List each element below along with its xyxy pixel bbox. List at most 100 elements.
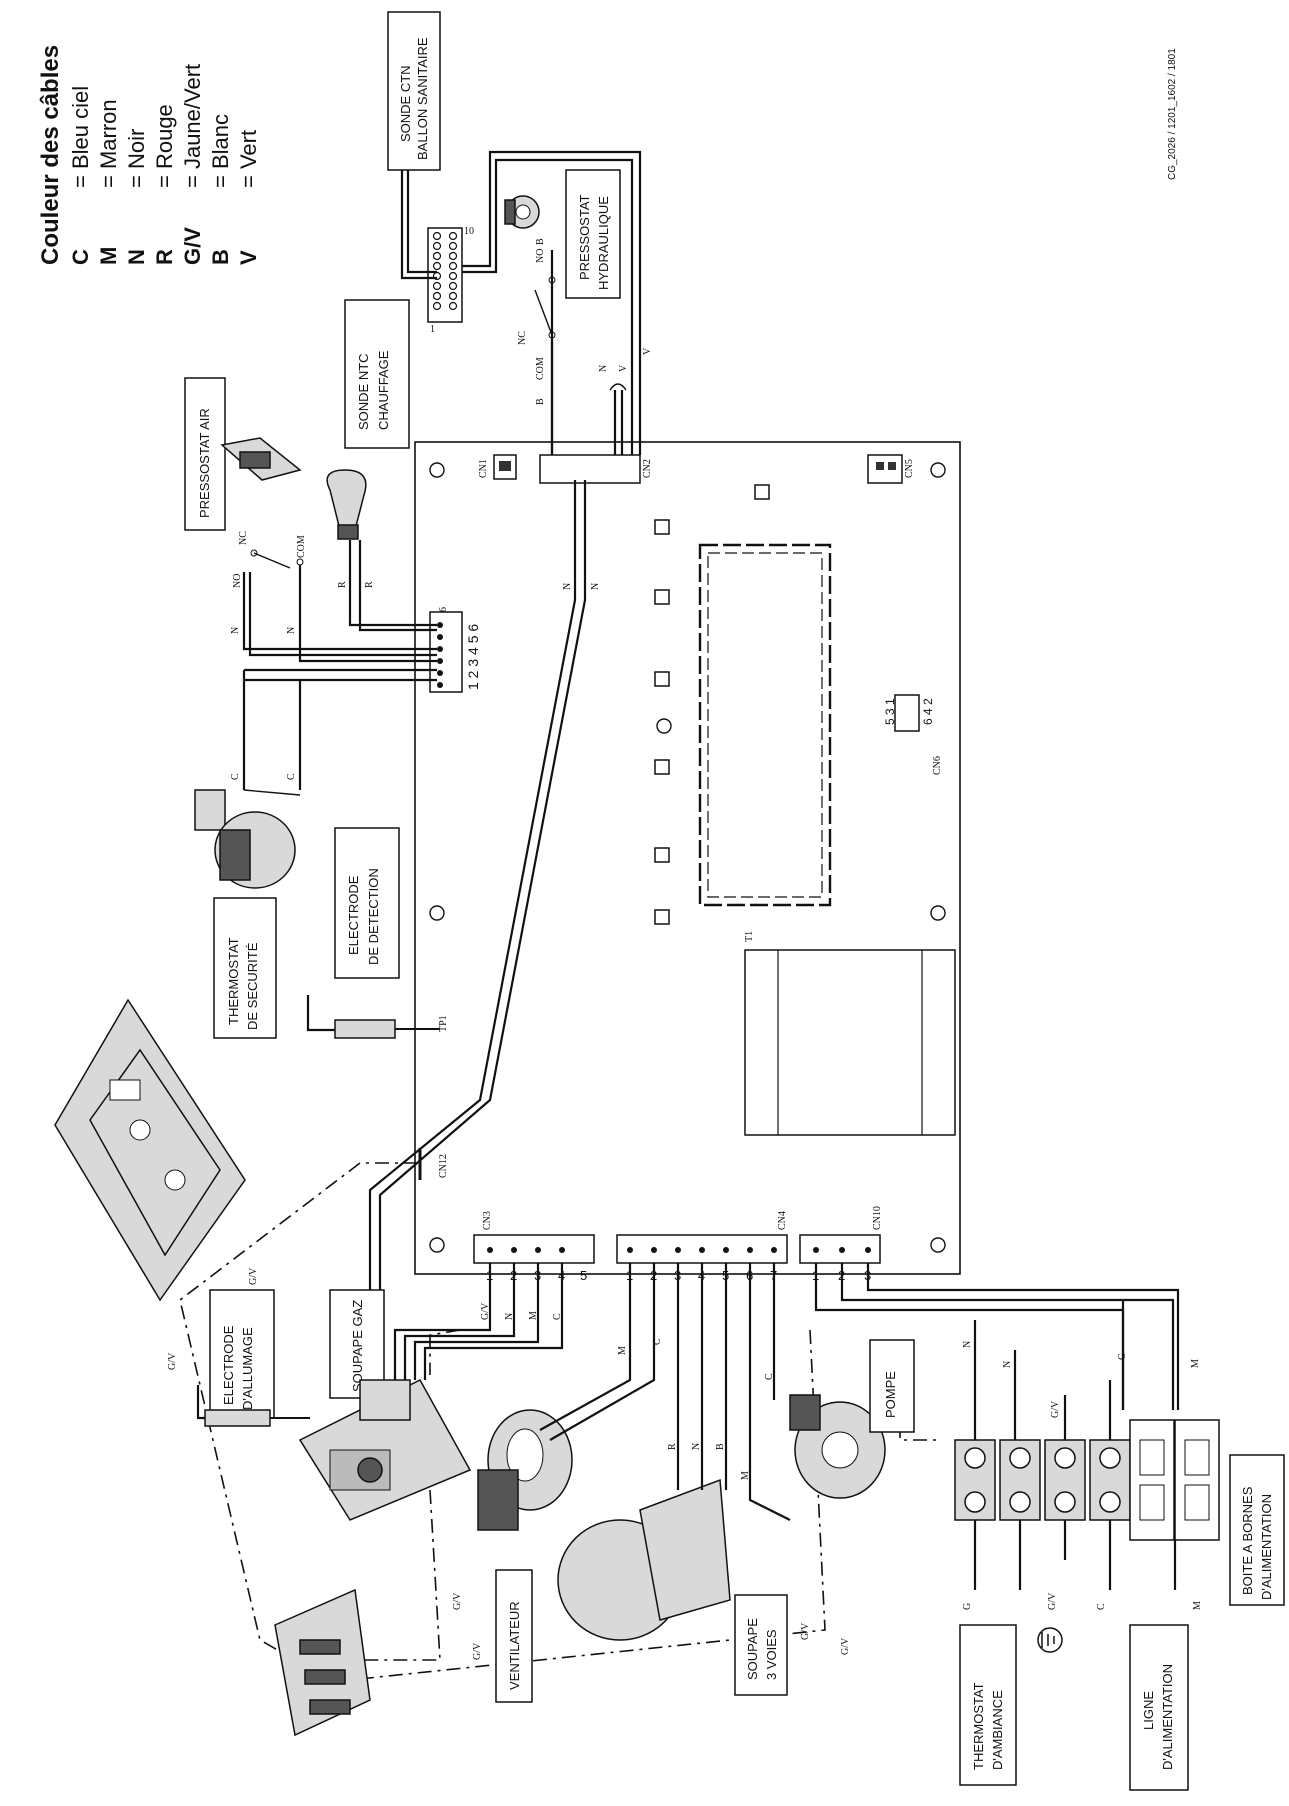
svg-text:C: C — [764, 1373, 775, 1380]
earth-symbol — [1037, 1627, 1063, 1653]
sonde-ctn-label-box — [387, 11, 441, 171]
svg-text:G/V: G/V — [1047, 1592, 1058, 1610]
mounting-hole — [930, 462, 946, 478]
svg-text:10: 10 — [464, 226, 474, 237]
electrode-det-label: ELECTRODE — [346, 875, 361, 955]
soupape-gaz — [298, 1379, 472, 1521]
svg-text:C: C — [1096, 1603, 1107, 1610]
pressostat-air — [220, 437, 302, 481]
svg-text:G/V: G/V — [248, 1267, 259, 1285]
ligne-alim-label-2: D'ALIMENTATION — [1160, 1664, 1175, 1770]
electrode-all-label: ELECTRODE — [221, 1325, 236, 1405]
svg-text:N: N — [562, 583, 573, 590]
svg-text:B: B — [535, 238, 546, 245]
svg-text:M: M — [740, 1471, 751, 1480]
svg-text:C: C — [652, 1338, 663, 1345]
legend-name-gv: = Jaune/Vert — [180, 64, 205, 188]
display-module-inner — [707, 552, 823, 898]
svg-text:G/V: G/V — [167, 1352, 178, 1370]
electrode-detection — [306, 995, 440, 1039]
svg-text:V: V — [642, 347, 653, 355]
ligne-alim-label-box — [1129, 1624, 1189, 1791]
cn5-label: CN5 — [904, 459, 915, 478]
legend-code-m: M — [96, 247, 121, 265]
soupape-3v-label: SOUPAPE — [745, 1618, 760, 1680]
pressostat-hyd-label: PRESSOSTAT — [577, 194, 592, 280]
mounting-hole — [930, 905, 946, 921]
svg-text:COM: COM — [535, 357, 546, 380]
connector-6pin-top: 6 — [438, 607, 449, 612]
electrode-all-label-box — [209, 1289, 275, 1419]
ligne-alim-label: LIGNE — [1141, 1691, 1156, 1730]
thermostat-sec-label-box — [213, 897, 277, 1039]
ventilateur-label: VENTILATEUR — [507, 1601, 522, 1690]
legend-name-c: = Bleu ciel — [68, 86, 93, 188]
mounting-hole — [429, 905, 445, 921]
thermostat-amb-label: THERMOSTAT — [971, 1682, 986, 1770]
legend-code-b: B — [208, 249, 233, 265]
svg-text:COM: COM — [296, 535, 307, 558]
cn1-label: CN1 — [478, 459, 489, 478]
mounting-hole — [930, 1237, 946, 1253]
cn3-connector — [473, 1234, 595, 1264]
cn2-connector — [539, 454, 641, 484]
legend-name-m: = Marron — [96, 99, 121, 188]
ventilateur-label-box — [495, 1569, 533, 1703]
svg-text:N: N — [230, 627, 241, 634]
svg-text:N: N — [598, 365, 609, 372]
electrode-det-label-box — [334, 827, 400, 979]
pompe-label-box — [869, 1339, 915, 1433]
svg-text:R: R — [337, 581, 348, 588]
legend-name-v: = Vert — [236, 130, 261, 188]
cn6-label: CN6 — [932, 756, 943, 775]
terminal-strip-10: 10 1 — [427, 226, 474, 335]
svg-text:1: 1 — [430, 324, 435, 335]
cn6-pins-top: 5 3 1 — [883, 698, 897, 725]
svg-text:B: B — [715, 1443, 726, 1450]
electrode-all-label-2: D'ALLUMAGE — [240, 1327, 255, 1410]
legend-code-n: N — [124, 249, 149, 265]
svg-text:G/V: G/V — [452, 1592, 463, 1610]
svg-text:G/V: G/V — [1050, 1400, 1061, 1418]
ignition-transformer — [274, 1588, 371, 1737]
soupape-3-voies — [557, 1478, 731, 1641]
boite-bornes-label: BOITE A BORNES — [1240, 1486, 1255, 1595]
electrode-allumage — [196, 1385, 310, 1427]
pressostat-air-label: PRESSOSTAT AIR — [197, 408, 212, 518]
svg-text:C: C — [230, 773, 241, 780]
soupape-3v-label-2: 3 VOIES — [764, 1629, 779, 1680]
svg-text:C: C — [552, 1313, 563, 1320]
legend-code-r: R — [152, 249, 177, 265]
svg-text:G/V: G/V — [800, 1622, 811, 1640]
svg-text:N: N — [962, 1341, 973, 1348]
t1-label: T1 — [744, 931, 755, 942]
thermostat-sec-label-2: DE SECURITÉ — [245, 942, 260, 1030]
sonde-ctn-label: SONDE CTN — [398, 65, 413, 142]
svg-text:5: 5 — [580, 1268, 587, 1283]
cn6-connector — [894, 694, 920, 732]
svg-text:M: M — [1190, 1359, 1201, 1368]
cn3-label: CN3 — [482, 1211, 493, 1230]
svg-text:R: R — [667, 1443, 678, 1450]
cn4-label: CN4 — [777, 1211, 788, 1230]
cn12-label: CN12 — [438, 1154, 449, 1178]
svg-text:C: C — [1117, 1353, 1128, 1360]
legend-name-b: = Blanc — [208, 114, 233, 188]
trimmers — [654, 484, 770, 925]
legend-name-n: = Noir — [124, 129, 149, 188]
soupape-gaz-label: SOUPAPE GAZ — [350, 1300, 365, 1392]
reference-code: CG_2026 / 1201_1602 / 1801 — [1167, 48, 1178, 180]
pressostat-air-label-box — [184, 377, 226, 531]
svg-text:R: R — [364, 581, 375, 588]
svg-text:B: B — [535, 398, 546, 405]
sonde-ctn-label-2: BALLON SANITAIRE — [415, 37, 430, 160]
legend-title: Couleur des câbles — [37, 45, 64, 265]
svg-text:NO: NO — [232, 574, 243, 588]
pompe — [789, 1394, 886, 1499]
svg-text:M: M — [1192, 1601, 1203, 1610]
thermostat-amb-label-box — [959, 1624, 1017, 1786]
terminal-block — [954, 1419, 1220, 1541]
svg-text:N: N — [590, 583, 601, 590]
svg-text:G/V: G/V — [480, 1302, 491, 1320]
